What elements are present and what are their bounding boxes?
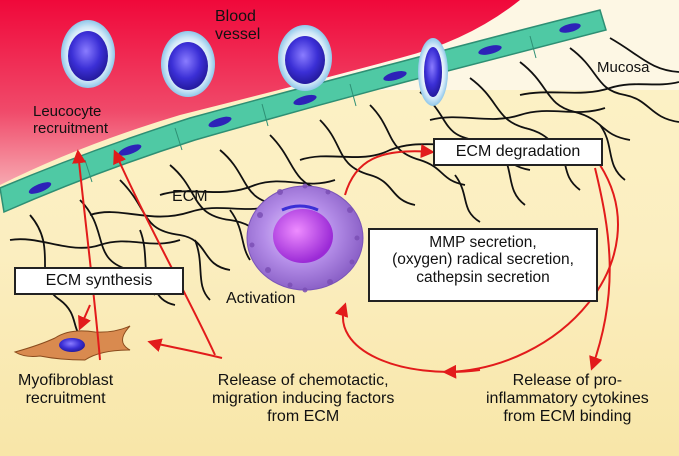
myofibroblast-recruitment-label: Myofibroblast recruitment <box>18 372 114 407</box>
leucocyte-cells <box>61 20 448 106</box>
blood-vessel-label: Blood vessel <box>215 8 261 43</box>
ecm-label: ECM <box>172 188 208 205</box>
mucosa-label: Mucosa <box>597 59 650 76</box>
process-arrows <box>72 144 619 379</box>
activated-macrophage <box>246 183 364 293</box>
ecm-degradation-box: ECM degradation <box>433 138 603 166</box>
release-chemotactic-label: Release of chemotactic, migration induci… <box>212 372 395 425</box>
release-cytokines-label: Release of pro- inflammatory cytokines f… <box>486 372 649 425</box>
myofibroblast-cell <box>13 325 131 361</box>
blood-vessel-region <box>0 0 520 185</box>
activation-label: Activation <box>226 290 296 307</box>
ecm-synthesis-box: ECM synthesis <box>14 267 184 295</box>
endothelium-layer <box>0 9 607 214</box>
secretion-box: MMP secretion, (oxygen) radical secretio… <box>368 228 598 302</box>
leucocyte-recruitment-label: Leucocyte recruitment <box>33 103 109 137</box>
